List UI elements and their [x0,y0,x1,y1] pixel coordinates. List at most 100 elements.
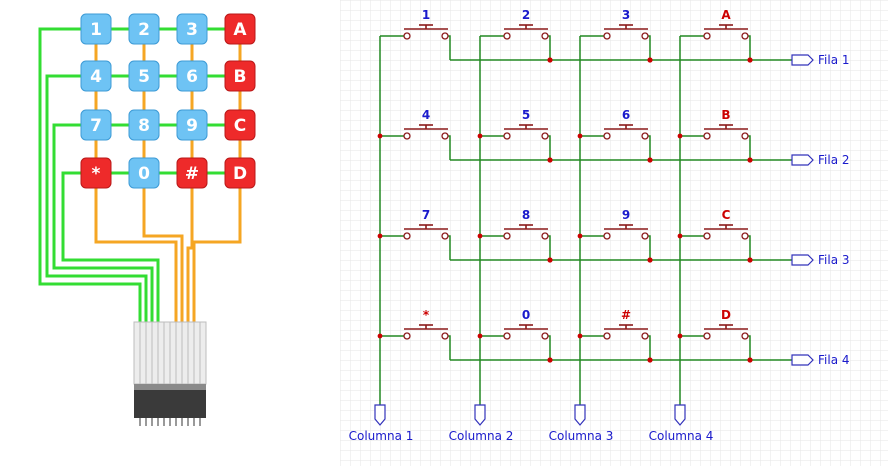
keypad-key[interactable]: B [224,60,256,92]
pushbutton: A [703,8,749,40]
junction-dot [477,333,483,339]
column-port-label: Columna 2 [449,429,514,443]
connector-pin [157,418,159,426]
pushbutton-label: 4 [422,108,430,122]
key-label: 9 [186,116,198,136]
key-label: D [233,164,247,184]
keypad-key[interactable]: D [224,157,256,189]
junction-dot [747,157,753,163]
pushbutton: B [703,108,749,140]
pushbutton-label: B [721,108,730,122]
keypad-key[interactable]: 0 [128,157,160,189]
connector-pin [145,418,147,426]
junction-dot [577,133,583,139]
column-port-label: Columna 3 [549,429,614,443]
keypad-key[interactable]: # [176,157,208,189]
schematic-wires [379,35,792,405]
button-lead [448,135,451,160]
junction-dot [677,233,683,239]
keypad-key[interactable]: 7 [80,109,112,141]
connector-pin [139,418,141,426]
connector-pin [151,418,153,426]
pushbutton-label: 1 [422,8,430,22]
pushbutton: D [703,308,749,340]
row-wires [38,27,240,324]
pushbutton: # [603,308,649,340]
button-lead [648,235,651,260]
key-label: 7 [90,116,102,136]
pushbutton-label: 7 [422,208,430,222]
column-port: Columna 4 [649,404,713,443]
keypad-key[interactable]: 2 [128,13,160,45]
key-label: 4 [90,67,102,87]
junction-dot [547,57,553,63]
pushbutton: 4 [403,108,449,140]
row-port: Fila 1 [791,53,850,67]
pushbutton: 3 [603,8,649,40]
row-wire [38,27,240,324]
junction-dot [477,233,483,239]
column-port: Columna 3 [549,404,614,443]
keypad-key[interactable]: 5 [128,60,160,92]
row-wire [61,171,240,324]
junction-dot [747,357,753,363]
pushbutton-label: 6 [622,108,630,122]
connector-pin [181,418,183,426]
keypad-key[interactable]: 6 [176,60,208,92]
keypad-key[interactable]: A [224,13,256,45]
pushbutton: 8 [503,208,549,240]
pushbutton: 9 [603,208,649,240]
pushbutton: 5 [503,108,549,140]
keypad-key[interactable]: * [80,157,112,189]
pushbuttons: 1 2 3 A 4 5 6 B 7 8 9 C * 0 # D [403,8,749,340]
junctions [377,57,753,363]
junction-dot [547,157,553,163]
junction-dot [647,257,653,263]
keypad-key[interactable]: 9 [176,109,208,141]
junction-dot [577,233,583,239]
junction-dot [677,333,683,339]
row-port: Fila 3 [791,253,850,267]
key-label: 8 [138,116,150,136]
pushbutton-label: 3 [622,8,630,22]
junction-dot [647,157,653,163]
key-label: * [92,164,101,184]
pushbutton-label: A [721,8,731,22]
connector-pin [199,418,201,426]
pushbutton: C [703,208,749,240]
connector-pin [169,418,171,426]
pushbutton-label: * [423,308,430,322]
column-port-label: Columna 1 [349,429,414,443]
pushbutton-label: # [621,308,631,322]
column-wires [94,29,242,324]
pushbutton: 1 [403,8,449,40]
keypad-key[interactable]: 3 [176,13,208,45]
key-label: 0 [138,164,150,184]
connector-pin [175,418,177,426]
column-port: Columna 1 [349,404,414,443]
keypad-key[interactable]: C [224,109,256,141]
button-lead [448,335,451,360]
keypad-key[interactable]: 8 [128,109,160,141]
junction-dot [477,133,483,139]
key-label: 1 [90,20,102,40]
pushbutton-label: 0 [522,308,530,322]
button-lead [748,35,751,60]
junction-dot [547,257,553,263]
keypad-key[interactable]: 1 [80,13,112,45]
button-lead [548,35,551,60]
connector-pin [163,418,165,426]
pushbutton-label: C [722,208,731,222]
button-lead [548,135,551,160]
button-lead [448,35,451,60]
pushbutton: * [403,308,449,340]
button-lead [648,35,651,60]
pushbutton-label: 2 [522,8,530,22]
row-port: Fila 4 [791,353,850,367]
keypad-key[interactable]: 4 [80,60,112,92]
